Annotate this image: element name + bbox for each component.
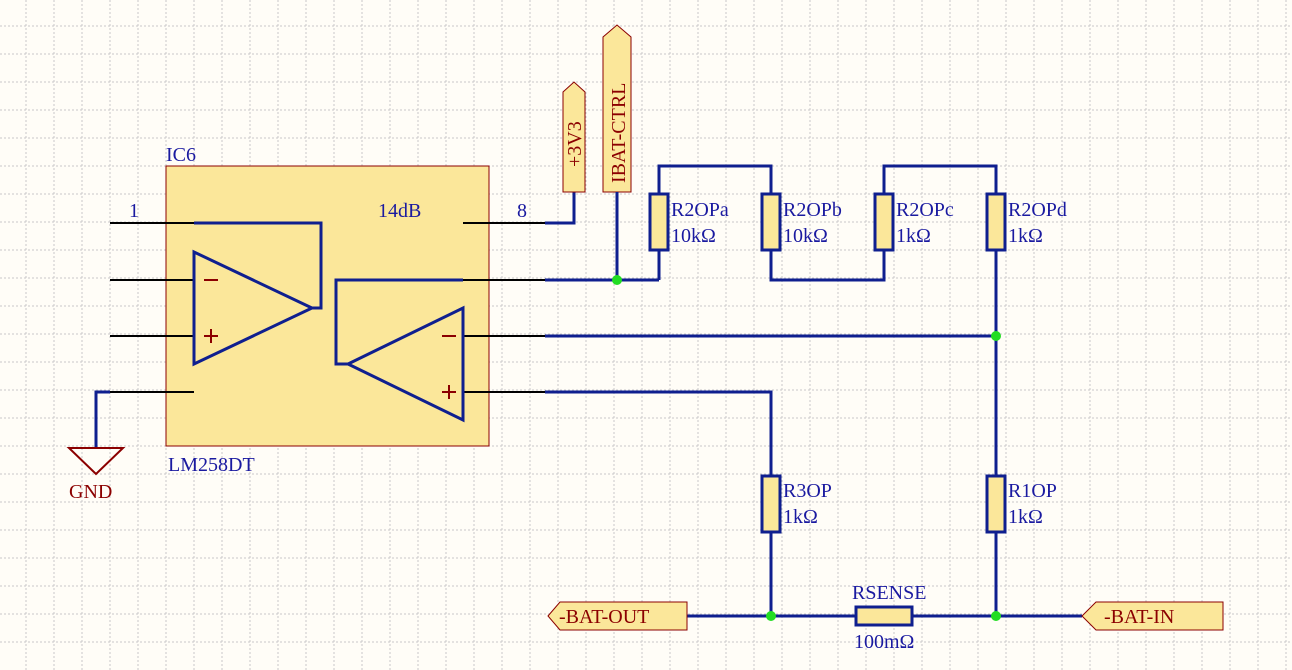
resistor-r3op-ref: R3OP [783, 480, 832, 502]
ladder-bottom-wire-bc [769, 250, 886, 282]
supply-flag[interactable] [562, 81, 586, 193]
rsense-ref: RSENSE [852, 582, 926, 604]
ladder-top-wire-ab [657, 164, 773, 194]
supply-wire [545, 192, 576, 225]
resistor-r2opc-ref: R2OPc [896, 199, 954, 221]
gnd-symbol[interactable] [66, 447, 126, 476]
bat-out-label: -BAT-OUT [559, 606, 649, 628]
resistor-r1op[interactable] [985, 474, 1007, 534]
resistor-r2opc-value: 1kΩ [896, 225, 931, 247]
gnd-wire [94, 390, 110, 448]
opamp-a-output-wire [194, 221, 323, 310]
resistor-rsense[interactable] [854, 605, 914, 627]
rsense-value: 100mΩ [854, 631, 914, 653]
gnd-label: GND [69, 481, 112, 503]
resistor-r2opd-value: 1kΩ [1008, 225, 1043, 247]
resistor-r2opa-ref: R2OPa [671, 199, 729, 221]
bat-out-port[interactable] [547, 601, 688, 631]
resistor-r2opd[interactable] [985, 192, 1007, 252]
ic-designator: IC6 [166, 144, 196, 166]
resistor-r2opb-ref: R2OPb [783, 199, 842, 221]
ladder-top-wire-cd [882, 164, 998, 194]
opamp-b-output-wire [334, 278, 463, 366]
resistor-r2opa[interactable] [648, 192, 670, 252]
ic-part-number: LM258DT [168, 454, 255, 476]
resistor-r2opb[interactable] [760, 192, 782, 252]
opamp-a-symbol[interactable] [192, 249, 316, 367]
junction-ctrl [612, 275, 622, 285]
resistor-r3op-value: 1kΩ [783, 506, 818, 528]
noninverting-input-wire [545, 390, 773, 476]
resistor-r2opa-value: 10kΩ [671, 225, 716, 247]
ic-pin8-number: 8 [517, 200, 527, 222]
supply-label: +3V3 [564, 121, 586, 167]
junction-bat-out [766, 611, 776, 621]
resistor-r3op[interactable] [760, 474, 782, 534]
resistor-r1op-ref: R1OP [1008, 480, 1057, 502]
bat-in-label: -BAT-IN [1104, 606, 1174, 628]
bat-in-port[interactable] [1081, 601, 1224, 631]
resistor-r1op-value: 1kΩ [1008, 506, 1043, 528]
junction-inverting [991, 331, 1001, 341]
ibat-ctrl-label: IBAT-CTRL [608, 83, 630, 183]
ic-pin1-number: 1 [129, 200, 139, 222]
resistor-r2opc[interactable] [873, 192, 895, 252]
junction-bat-in [991, 611, 1001, 621]
resistor-r2opb-value: 10kΩ [783, 225, 828, 247]
resistor-r2opd-ref: R2OPd [1008, 199, 1067, 221]
ic-gain-note: 14dB [378, 200, 421, 222]
opamp-b-symbol[interactable] [344, 305, 465, 423]
